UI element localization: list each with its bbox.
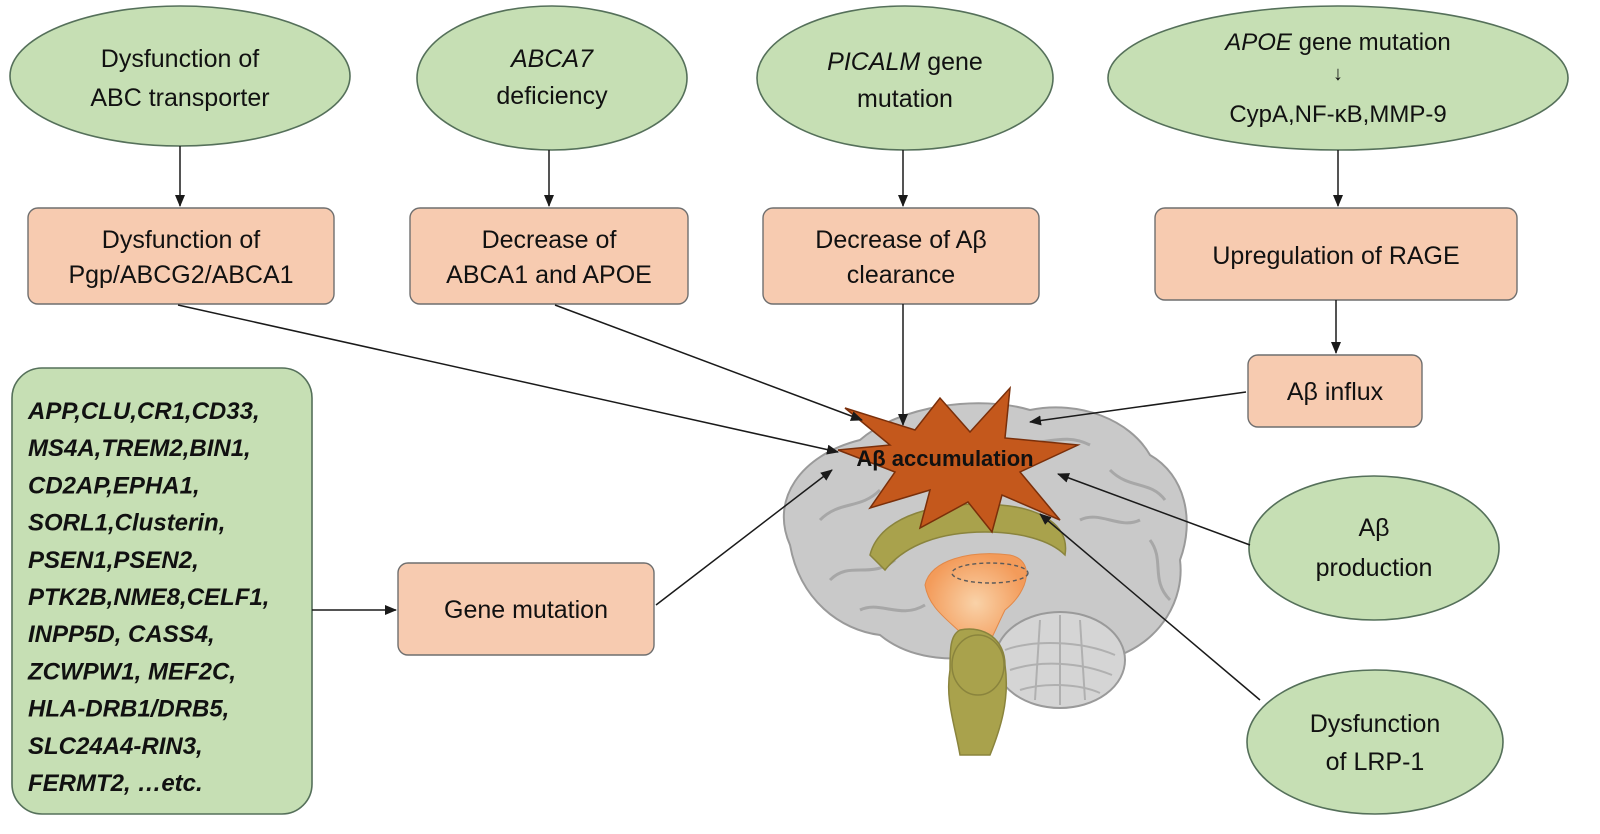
cause-apoe-oval: APOE gene mutation ↓ CypA,NF-κB,MMP-9	[1107, 5, 1569, 151]
effect-clearance-line1: Decrease of Aβ	[815, 226, 986, 254]
brain-cerebrum	[782, 402, 1188, 671]
effect-pgp-line1: Dysfunction of	[102, 226, 260, 254]
center-label: Aβ accumulation	[856, 446, 1033, 471]
lrp1-oval: Dysfunction of LRP-1	[1246, 669, 1504, 815]
gene-list-line: CD2AP,EPHA1,	[28, 472, 200, 499]
arrow-lrp1-to-star	[1039, 513, 1261, 701]
gene-list-lines: APP,CLU,CR1,CD33, MS4A,TREM2,BIN1, CD2AP,E…	[27, 398, 269, 797]
effect-abca1-apoe-line1: Decrease of	[482, 226, 617, 254]
lrp1-line1: Dysfunction	[1310, 710, 1441, 738]
gene-list-line: SLC24A4-RIN3,	[28, 733, 203, 760]
cause-apoe-arrow-glyph: ↓	[1333, 63, 1343, 85]
gene-list-line: FERMT2, …etc.	[28, 770, 203, 797]
arrows	[175, 146, 1343, 701]
abeta-production-oval: Aβ production	[1248, 475, 1500, 621]
production-line2: production	[1316, 554, 1433, 582]
abeta-accumulation-star: Aβ accumulation	[837, 385, 1081, 534]
gene-list-line: PSEN1,PSEN2,	[28, 547, 199, 574]
effect-pgp-box: Dysfunction of Pgp/ABCG2/ABCA1	[27, 207, 335, 305]
gene-list-line: HLA-DRB1/DRB5,	[28, 696, 229, 723]
effect-rage-box: Upregulation of RAGE	[1154, 207, 1518, 301]
cause-apoe-line3: CypA,NF-κB,MMP-9	[1229, 101, 1446, 128]
brain-pons	[951, 634, 1005, 696]
gene-list-line: MS4A,TREM2,BIN1,	[28, 435, 251, 462]
effect-clearance-line2: clearance	[847, 261, 955, 289]
star-shape	[837, 385, 1081, 534]
effect-rage-label: Upregulation of RAGE	[1212, 242, 1459, 270]
brain-hippocampus-outline	[951, 562, 1029, 584]
gene-list-line: PTK2B,NME8,CELF1,	[28, 584, 269, 611]
lrp1-line2: of LRP-1	[1326, 748, 1425, 776]
production-line1: Aβ	[1358, 514, 1389, 542]
effect-pgp-line2: Pgp/ABCG2/ABCA1	[68, 261, 293, 289]
brain-cerebellum	[994, 611, 1126, 709]
cause-abca7-line1: ABCA7	[509, 45, 594, 73]
effect-gene-mutation-label: Gene mutation	[444, 596, 608, 624]
arrow-pgp-to-star	[177, 304, 839, 455]
cause-abca7-line2: deficiency	[496, 82, 608, 110]
gene-list-box: APP,CLU,CR1,CD33, MS4A,TREM2,BIN1, CD2AP,E…	[11, 367, 313, 815]
effect-influx-box: Aβ influx	[1247, 354, 1423, 428]
gene-list-line: SORL1,Clusterin,	[28, 510, 225, 537]
arrow-influx-to-star	[1029, 391, 1247, 426]
effect-abca1-apoe-line2: ABCA1 and APOE	[446, 261, 652, 289]
cause-abc-line2: ABC transporter	[90, 84, 269, 112]
effect-gene-mutation-box: Gene mutation	[397, 562, 655, 656]
brain-illustration	[782, 402, 1188, 756]
cause-abca7-oval: ABCA7 deficiency	[416, 5, 688, 151]
cause-apoe-line1: APOE gene mutation	[1223, 29, 1450, 56]
effect-clearance-box: Decrease of Aβ clearance	[762, 207, 1040, 305]
effect-abca1-apoe-box: Decrease of ABCA1 and APOE	[409, 207, 689, 305]
cause-abc-transporter-oval: Dysfunction of ABC transporter	[9, 5, 351, 147]
cause-picalm-oval: PICALM gene mutation	[756, 5, 1054, 151]
cause-picalm-line1: PICALM gene	[827, 48, 983, 76]
cause-picalm-line2: mutation	[857, 85, 953, 113]
gene-list-line: ZCWPW1, MEF2C,	[27, 658, 236, 685]
gene-list-line: APP,CLU,CR1,CD33,	[27, 398, 260, 425]
cause-abc-line1: Dysfunction of	[101, 45, 259, 73]
arrow-production-to-star	[1057, 473, 1251, 546]
gene-list-line: INPP5D, CASS4,	[28, 621, 215, 648]
arrow-abca1-to-star	[554, 304, 863, 421]
effect-influx-label: Aβ influx	[1287, 378, 1384, 406]
arrow-mutation-to-star	[655, 469, 833, 606]
